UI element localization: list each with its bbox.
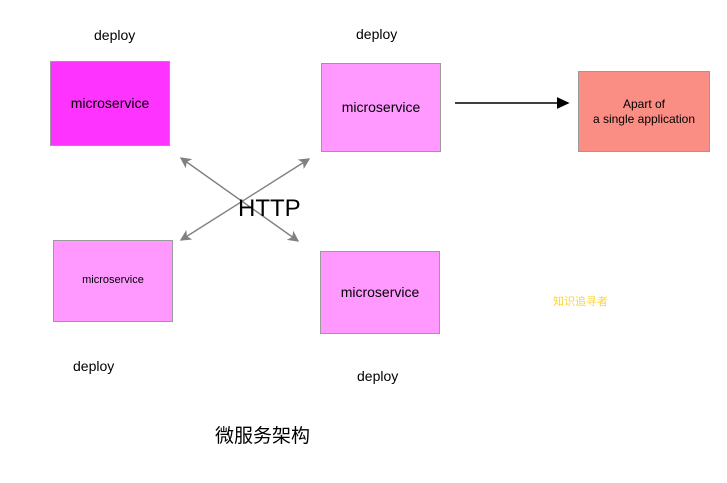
deploy-label-top-left: deploy [94, 27, 136, 43]
watermark-text: 知识追寻者 [553, 296, 608, 308]
deploy-label-bottom-left: deploy [73, 358, 115, 374]
diagram-title: 微服务架构 [215, 426, 311, 447]
http-protocol-label: HTTP [238, 195, 301, 222]
node-label: Apart of a single application [592, 96, 696, 126]
node-label: microservice [341, 98, 421, 115]
node-label: microservice [340, 283, 420, 300]
node-label: microservice [70, 94, 150, 111]
node-microservice-bottom-middle[interactable]: microservice [320, 251, 440, 334]
node-microservice-top-middle[interactable]: microservice [321, 63, 441, 152]
deploy-label-bottom-middle: deploy [357, 368, 399, 384]
node-microservice-bottom-left[interactable]: microservice [53, 240, 173, 322]
deploy-label-top-middle: deploy [356, 26, 398, 42]
node-microservice-top-left[interactable]: microservice [50, 61, 170, 146]
node-single-application[interactable]: Apart of a single application [578, 71, 710, 152]
node-label: microservice [82, 274, 144, 287]
